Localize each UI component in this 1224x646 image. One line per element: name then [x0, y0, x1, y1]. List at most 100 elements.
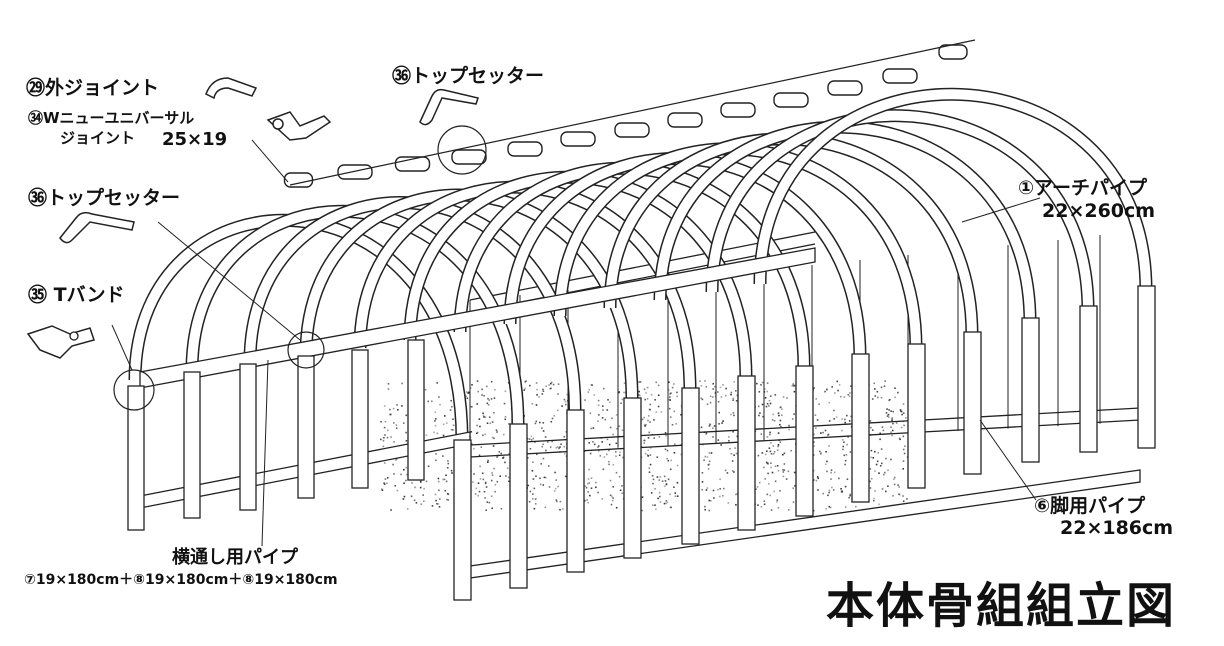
soil-speck	[384, 420, 387, 423]
soil-speck	[468, 391, 470, 394]
soil-speck	[477, 390, 479, 393]
soil-speck	[730, 453, 733, 455]
soil-speck	[476, 424, 478, 427]
soil-speck	[500, 452, 502, 455]
soil-speck	[435, 453, 437, 455]
soil-speck	[782, 471, 785, 473]
soil-speck	[451, 472, 453, 474]
soil-speck	[485, 509, 487, 511]
soil-speck	[641, 496, 644, 498]
soil-speck	[793, 390, 796, 393]
soil-speck	[615, 455, 617, 457]
soil-speck	[550, 382, 552, 385]
soil-speck	[623, 391, 625, 394]
soil-speck	[815, 479, 818, 482]
label-cross-pipe-size: ⑦19×180cm＋⑧19×180cm＋⑧19×180cm	[24, 572, 338, 588]
soil-speck	[563, 435, 566, 438]
soil-speck	[890, 458, 892, 461]
soil-speck	[550, 387, 552, 390]
soil-speck	[527, 457, 529, 459]
soil-speck	[813, 441, 815, 443]
soil-speck	[828, 491, 830, 494]
soil-speck	[380, 420, 382, 423]
soil-speck	[732, 430, 734, 433]
soil-speck	[470, 443, 473, 445]
right-leg-pipe	[509, 423, 528, 589]
soil-speck	[764, 478, 766, 480]
soil-speck	[411, 482, 413, 484]
soil-speck	[473, 473, 475, 475]
soil-speck	[777, 507, 780, 509]
soil-speck	[539, 421, 541, 424]
soil-speck	[779, 441, 782, 443]
soil-speck	[782, 396, 785, 398]
soil-speck	[812, 509, 815, 512]
soil-speck	[850, 385, 852, 387]
soil-speck	[447, 460, 449, 462]
soil-speck	[535, 475, 537, 477]
soil-speck	[902, 412, 905, 414]
soil-speck	[659, 501, 662, 503]
soil-speck	[444, 489, 447, 492]
cross-pipe-leader	[261, 359, 269, 547]
soil-speck	[881, 488, 884, 490]
soil-speck	[732, 399, 734, 401]
right-leg-pipe	[566, 409, 585, 573]
soil-speck	[887, 469, 889, 471]
soil-speck	[384, 434, 386, 436]
soil-speck	[664, 480, 667, 482]
soil-speck	[609, 479, 612, 482]
soil-speck	[774, 465, 777, 467]
soil-speck	[603, 387, 605, 390]
soil-speck	[612, 433, 614, 436]
top-setter-callout-circle	[287, 331, 325, 369]
soil-speck	[647, 449, 649, 452]
soil-speck	[534, 422, 537, 425]
soil-speck	[792, 487, 794, 489]
soil-speck	[483, 395, 485, 397]
soil-speck	[615, 451, 617, 453]
soil-speck	[894, 396, 896, 399]
soil-speck	[790, 449, 792, 452]
soil-speck	[722, 384, 724, 386]
soil-speck	[494, 490, 496, 493]
soil-speck	[449, 409, 452, 411]
soil-speck	[647, 437, 650, 439]
soil-speck	[383, 462, 386, 464]
soil-speck	[816, 476, 819, 478]
soil-speck	[484, 497, 486, 499]
soil-speck	[722, 420, 724, 422]
soil-speck	[894, 387, 896, 389]
soil-speck	[840, 395, 842, 398]
soil-speck	[414, 486, 416, 489]
soil-speck	[484, 433, 486, 436]
soil-speck	[891, 418, 893, 420]
label-top-setter-upper: ㊱トップセッター	[392, 65, 545, 87]
diagram-title: 本体骨組組立図	[826, 578, 1177, 634]
soil-speck	[705, 433, 707, 436]
soil-speck	[881, 426, 884, 428]
soil-speck	[656, 456, 659, 458]
soil-speck	[904, 445, 906, 447]
soil-speck	[470, 431, 473, 433]
soil-speck	[649, 447, 652, 449]
soil-speck	[766, 436, 769, 438]
soil-speck	[554, 471, 556, 474]
soil-speck	[704, 380, 706, 382]
soil-speck	[848, 496, 850, 499]
soil-speck	[893, 483, 896, 486]
soil-speck	[608, 463, 610, 466]
soil-speck	[720, 396, 723, 398]
soil-speck	[756, 486, 759, 488]
soil-speck	[392, 407, 395, 410]
soil-speck	[557, 446, 559, 448]
soil-speck	[874, 490, 876, 492]
soil-speck	[846, 478, 849, 480]
soil-speck	[673, 452, 676, 454]
soil-speck	[551, 417, 554, 420]
soil-speck	[598, 449, 600, 452]
soil-speck	[610, 503, 613, 506]
soil-speck	[387, 429, 389, 432]
soil-speck	[504, 418, 506, 421]
